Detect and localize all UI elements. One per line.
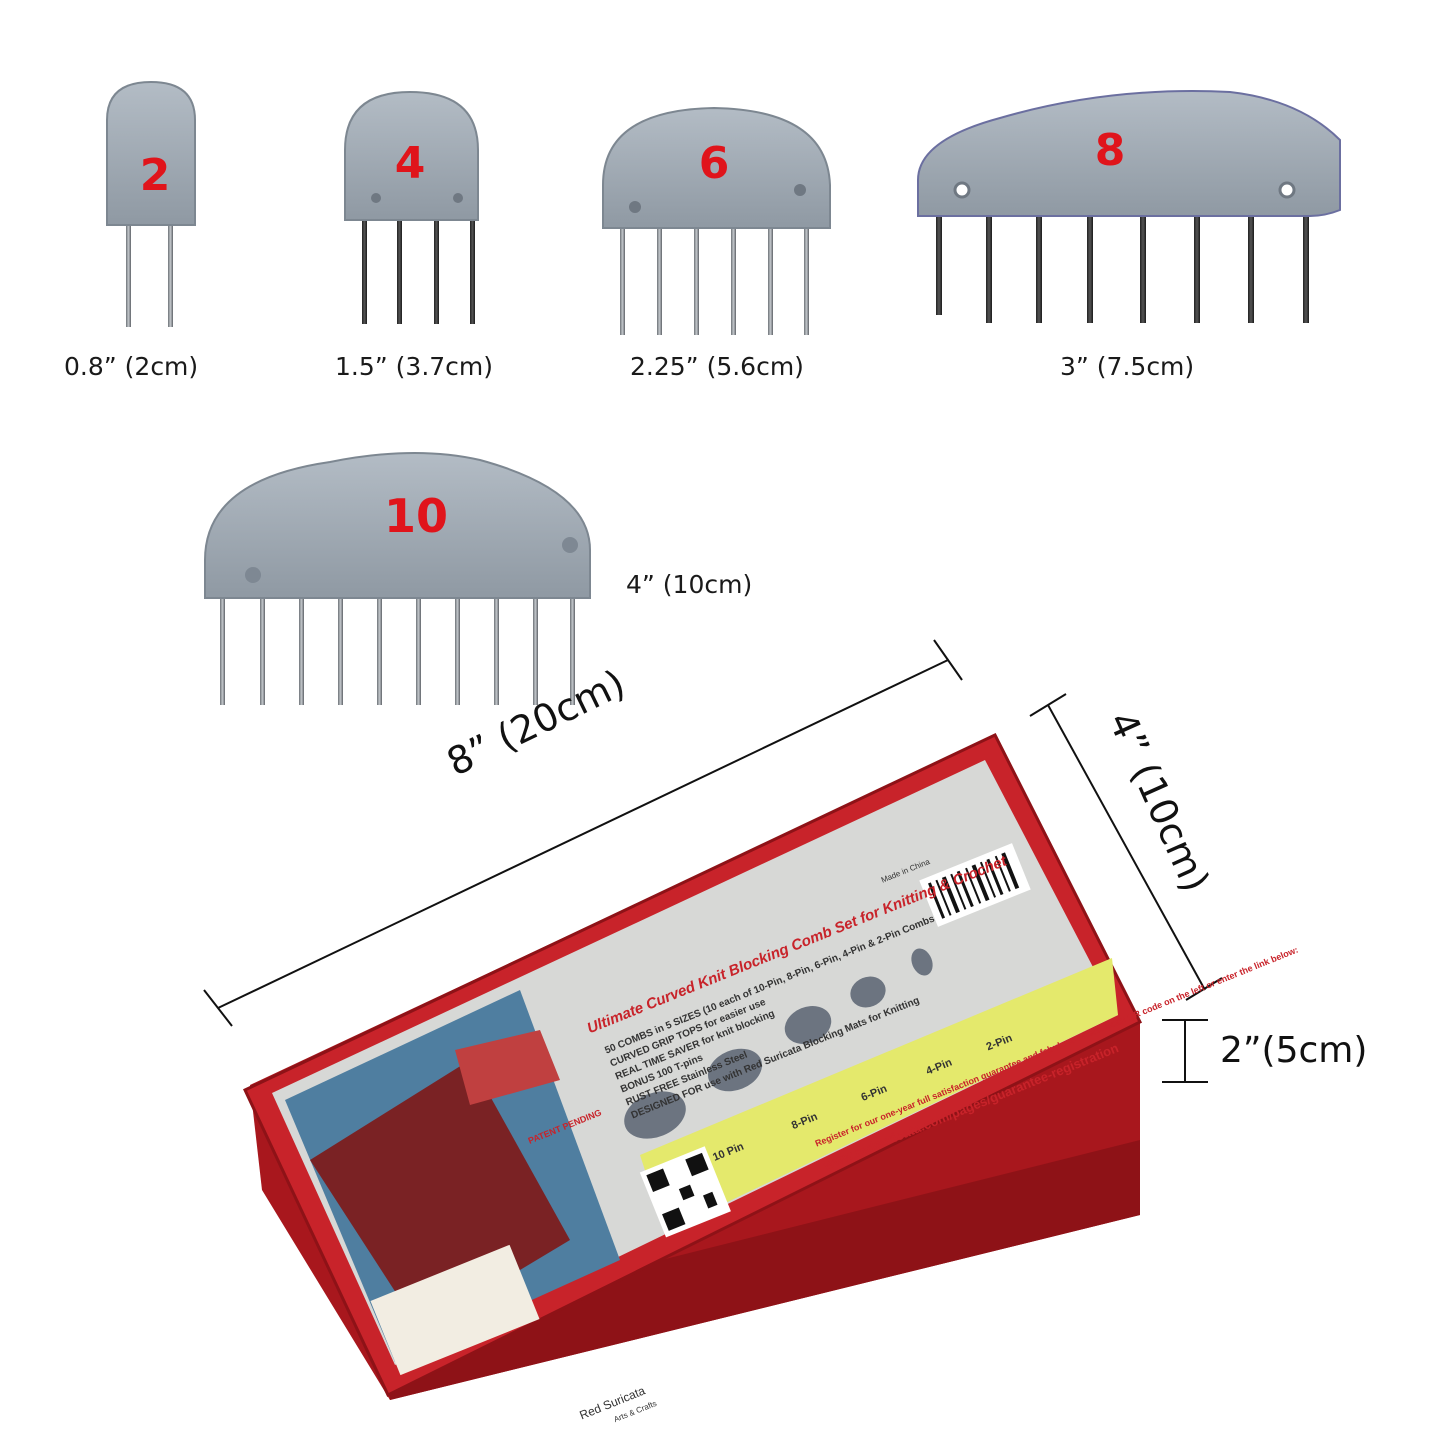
pin (1087, 215, 1093, 323)
comb-hole (629, 201, 641, 213)
pin (804, 225, 809, 335)
pin (416, 595, 421, 705)
mini-comb-6 (784, 1006, 832, 1044)
width-line (1047, 704, 1206, 991)
mini-comb-4 (850, 976, 886, 1008)
comb-8-body (917, 90, 1341, 217)
comb-2-body (106, 80, 196, 226)
pin (570, 595, 575, 705)
comb-10-body (204, 451, 591, 599)
pin (1036, 215, 1042, 323)
length-tick-right (933, 639, 963, 681)
pin (1140, 215, 1146, 323)
mini-comb-8 (707, 1048, 763, 1092)
comb-hole (245, 567, 261, 583)
length-tick-left (203, 989, 233, 1027)
pin (768, 225, 773, 335)
width-tick-top (1029, 693, 1067, 717)
pin (260, 595, 265, 705)
comb-hole (1278, 181, 1296, 199)
comb-10-number: 10 (384, 489, 448, 543)
comb-2-size: 0.8” (2cm) (64, 352, 199, 381)
pin (455, 595, 460, 705)
pin (731, 225, 736, 335)
comb-hole (953, 181, 971, 199)
pin (168, 215, 173, 327)
pin (299, 595, 304, 705)
comb-hole (453, 193, 463, 203)
comb-6-size: 2.25” (5.6cm) (630, 352, 804, 381)
pin (434, 220, 439, 324)
qr-code (639, 1146, 731, 1238)
pin (1248, 215, 1254, 323)
pin (397, 220, 402, 324)
label-comb-icons (624, 948, 933, 1139)
dimension-lines (203, 639, 1223, 1083)
comb-8-pin (917, 90, 1341, 323)
pin (220, 595, 225, 705)
pin (936, 215, 942, 315)
comb-6-body (602, 106, 831, 229)
comb-2-pin (106, 80, 196, 327)
pin (986, 215, 992, 323)
label-photo-block (455, 1030, 560, 1105)
pin (694, 225, 699, 335)
comb-6-number: 6 (699, 138, 730, 189)
comb-10-size: 4” (10cm) (626, 570, 753, 599)
pin (1194, 215, 1200, 323)
comb-hole (794, 184, 806, 196)
comb-4-pin (344, 90, 479, 324)
comb-8-size: 3” (7.5cm) (1060, 352, 1195, 381)
mini-comb-2 (911, 948, 933, 976)
comb-2-number: 2 (140, 150, 171, 201)
pin (470, 220, 475, 324)
pin (338, 595, 343, 705)
pin (377, 595, 382, 705)
box-side (382, 1140, 1140, 1400)
brand-logo (370, 1244, 540, 1376)
label-yellow-band (640, 958, 1118, 1232)
product-box: Ultimate Curved Knit Blocking Comb Set f… (243, 733, 1300, 1424)
comb-hole (562, 537, 578, 553)
comb-10-pin (204, 451, 591, 705)
barcode (919, 843, 1031, 927)
comb-4-body (344, 90, 479, 221)
mini-comb-10 (624, 1091, 686, 1139)
pin (533, 595, 538, 705)
pin (362, 220, 367, 324)
pin (126, 215, 131, 327)
pin (1303, 215, 1309, 323)
pin (620, 225, 625, 335)
comb-8-number: 8 (1095, 125, 1126, 176)
length-line (217, 659, 949, 1009)
pin (657, 225, 662, 335)
pin (494, 595, 499, 705)
box-height-label: 2”(5cm) (1220, 1030, 1368, 1071)
comb-6-pin (602, 106, 831, 335)
comb-hole (371, 193, 381, 203)
comb-4-size: 1.5” (3.7cm) (335, 352, 494, 381)
width-tick-bottom (1185, 977, 1223, 1001)
comb-4-number: 4 (395, 138, 426, 189)
